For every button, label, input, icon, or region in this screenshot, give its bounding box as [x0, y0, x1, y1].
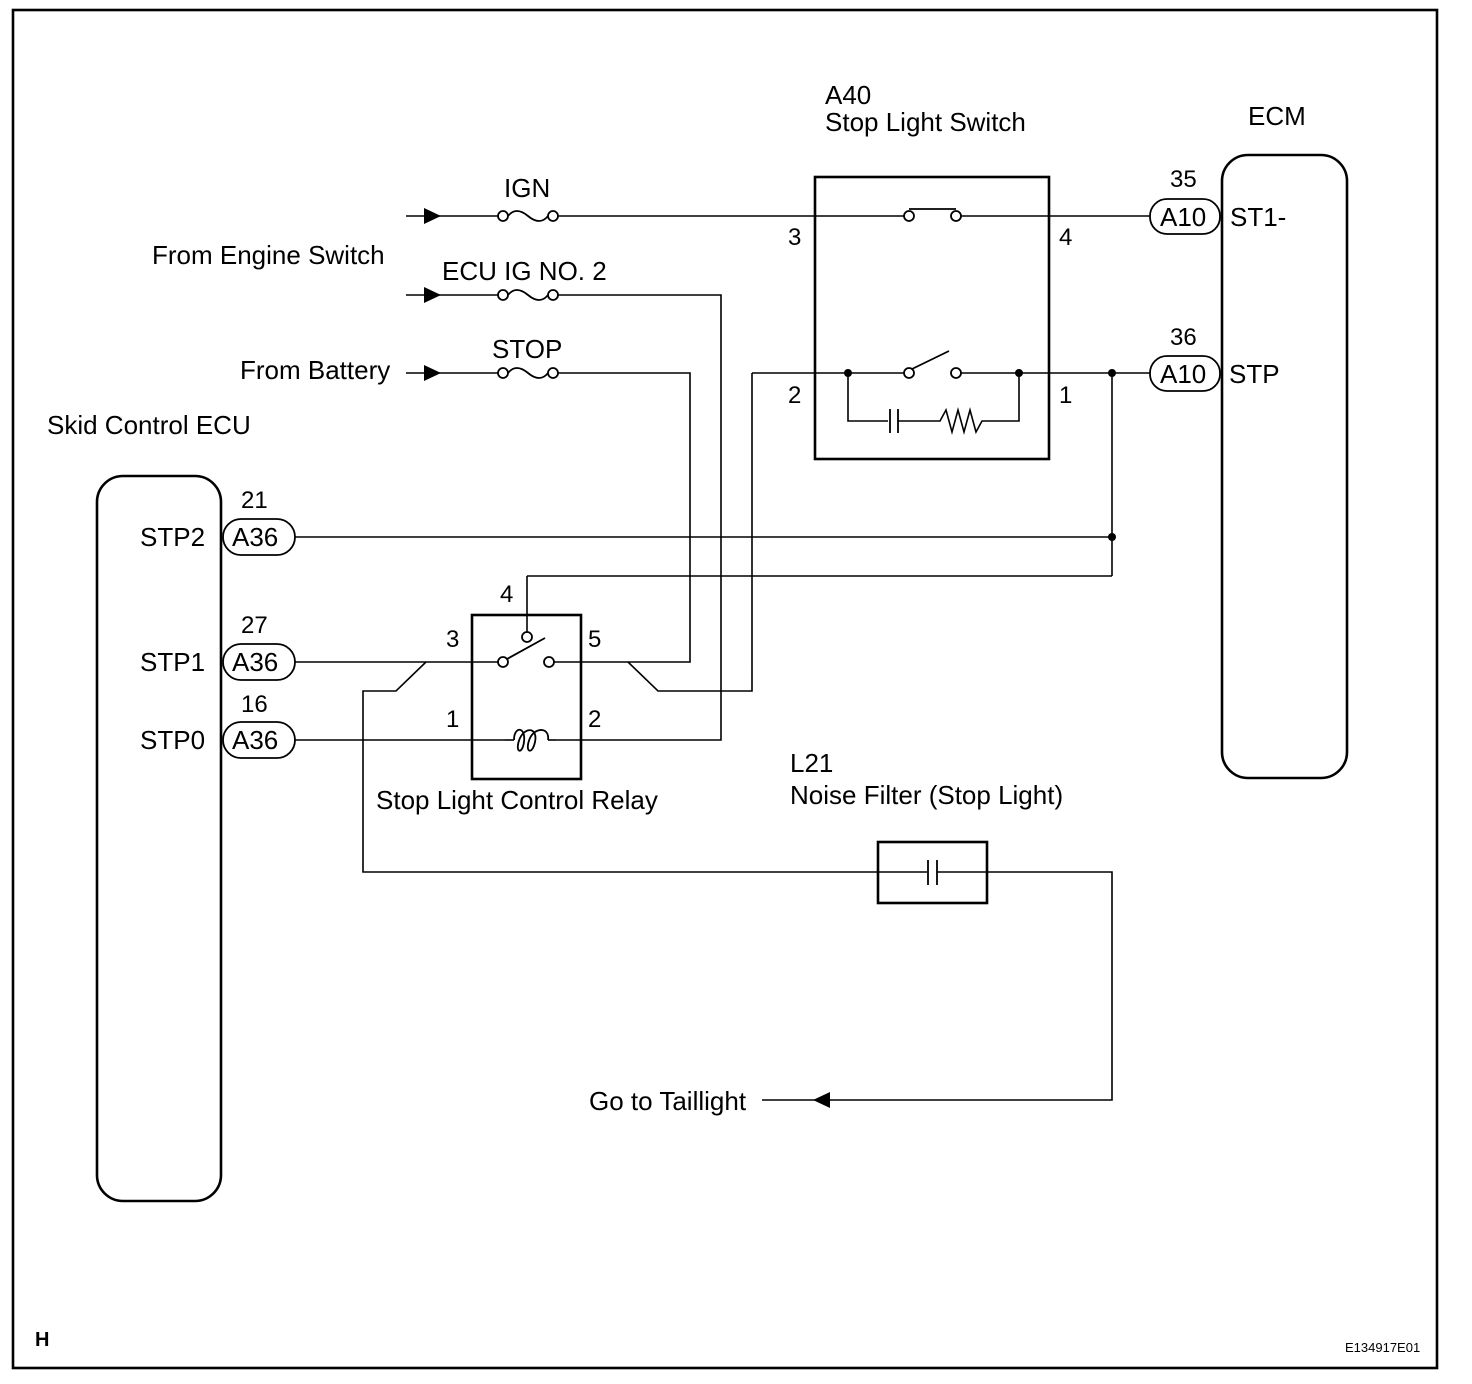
relay-pin-5: 5 [588, 626, 601, 653]
skid-signal-stp0: STP0 [140, 725, 205, 755]
skid-signal-stp2: STP2 [140, 522, 205, 552]
fuse-ecu-ig-no2-label: ECU IG NO. 2 [442, 256, 607, 286]
ecm-label: ECM [1248, 101, 1306, 131]
ecm-connector-a10-36 [1149, 355, 1221, 392]
skid-pin-21: 21 [241, 487, 268, 514]
noise-filter-code: L21 [790, 748, 833, 778]
switch-pin-4: 4 [1059, 224, 1072, 251]
fuse-stop [497, 367, 559, 379]
ecm-connector-a10-36-label: A10 [1160, 359, 1206, 389]
noise-filter-out-line [828, 871, 1113, 1101]
skid-connector-a36-27-label: A36 [232, 647, 278, 677]
skid-pin-27: 27 [241, 612, 268, 639]
ecm-box [1220, 153, 1349, 780]
from-battery-label: From Battery [240, 355, 390, 385]
skid-pin-16: 16 [241, 691, 268, 718]
ecm-pin-35: 35 [1170, 166, 1197, 193]
ecm-pin-36: 36 [1170, 324, 1197, 351]
relay-pin-4: 4 [500, 581, 513, 608]
battery-feed-arrow [424, 365, 441, 381]
ecu-ig-feed-arrow [424, 287, 441, 303]
switch-lower-contact [752, 350, 1150, 436]
skid-signal-stp1: STP1 [140, 647, 205, 677]
noise-filter-capacitor [878, 860, 987, 885]
stop-light-switch-box [813, 175, 1051, 461]
relay-pin-3: 3 [446, 626, 459, 653]
relay-coil [505, 728, 556, 752]
fuse-ecu-ig-no2 [497, 289, 559, 301]
ecm-connector-a10-35 [1149, 198, 1221, 235]
skid-control-ecu-label: Skid Control ECU [47, 410, 251, 440]
relay-contacts [426, 575, 1112, 668]
go-to-taillight-label: Go to Taillight [589, 1086, 747, 1116]
ecm-signal-st1: ST1- [1230, 202, 1286, 232]
noise-filter-label: Noise Filter (Stop Light) [790, 780, 1063, 810]
relay-label: Stop Light Control Relay [376, 785, 658, 815]
fuse-stop-label: STOP [492, 334, 562, 364]
relay-pin-2: 2 [588, 706, 601, 733]
stop-light-switch-code: A40 [825, 80, 871, 110]
switch-pin-3: 3 [788, 224, 801, 251]
ign-feed-arrow [424, 208, 441, 224]
switch-pin-2: 2 [788, 382, 801, 409]
fuse-ign [497, 210, 559, 222]
from-engine-switch-label: From Engine Switch [152, 240, 385, 270]
stop-to-relay-line [558, 372, 691, 663]
fuse-ign-label: IGN [504, 173, 550, 203]
skid-connector-a36-16-label: A36 [232, 725, 278, 755]
diagram-frame [11, 8, 1439, 1370]
switch-pin2-down-line [627, 373, 753, 692]
figure-id: E134917E01 [1345, 1340, 1420, 1355]
stop-light-switch-label: Stop Light Switch [825, 107, 1026, 137]
ecm-connector-a10-35-label: A10 [1160, 202, 1206, 232]
switch-pin-1: 1 [1059, 382, 1072, 409]
switch-upper-contact [903, 208, 962, 222]
skid-connector-a36-21-label: A36 [232, 522, 278, 552]
taillight-feed-line [362, 661, 878, 873]
ecm-signal-stp: STP [1229, 359, 1280, 389]
relay-pin-1: 1 [446, 706, 459, 733]
corner-mark: H [35, 1329, 49, 1351]
taillight-arrow [813, 1092, 830, 1108]
ecu-ig-to-relay-line [556, 294, 722, 741]
skid-control-ecu-box [95, 474, 223, 1203]
